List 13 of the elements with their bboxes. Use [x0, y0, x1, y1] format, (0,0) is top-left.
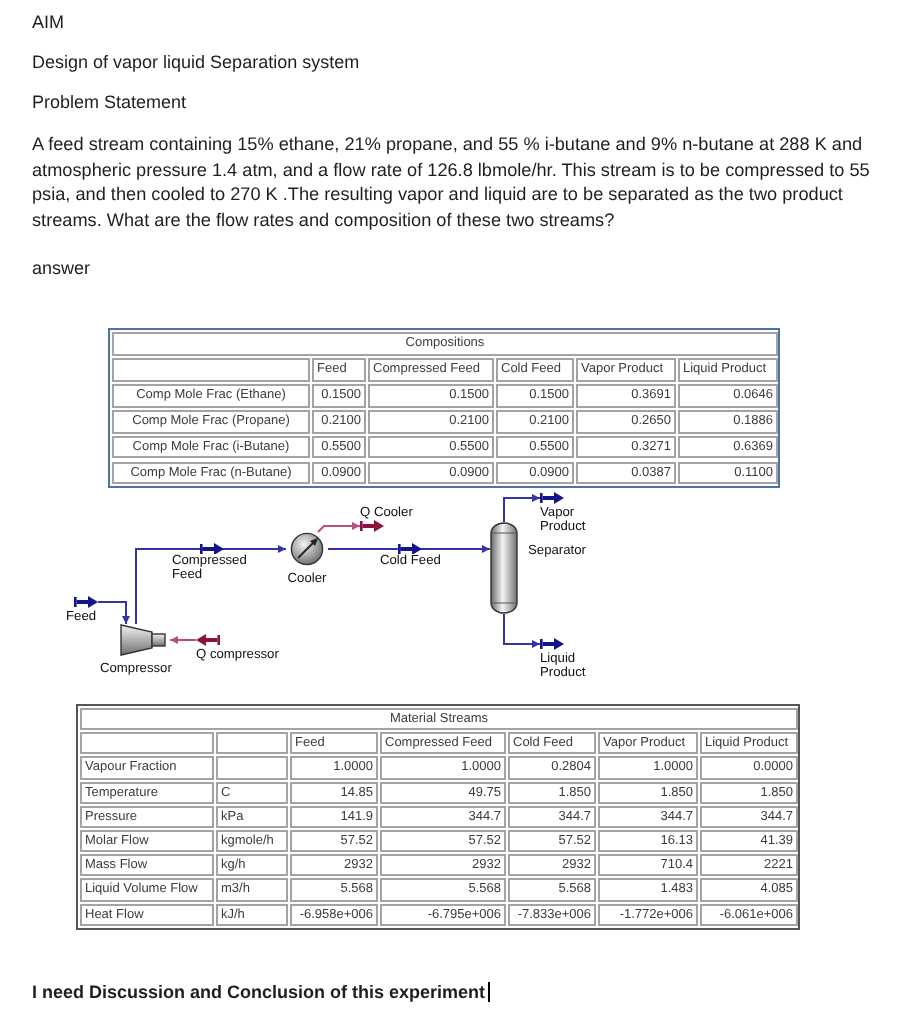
stream-line: [135, 543, 287, 625]
stream-line: [327, 543, 491, 555]
question-text: I need Discussion and Conclusion of this experiment: [32, 980, 486, 1005]
stream-line: [503, 613, 541, 648]
stream-line: [169, 636, 197, 644]
stream-line: [503, 494, 541, 523]
paragraph: A feed stream containing 15% ethane, 21% propane, and 55 % i-butane and 9% n-butane at 288 K and atmospheric pressure 1.4 atm, and a flow rate of 126.8 lbmole/hr. This stream is to be compressed to 55 psia, and then cooled to 270 K .The resulting vapor and liquid are to be separated as the two product streams. What are the flow rates and composition of these two streams?: [32, 132, 872, 232]
stream-line: [317, 522, 361, 533]
stream-line: [97, 601, 130, 625]
heading-text: AIM: [32, 10, 65, 35]
answer-label: answer: [32, 256, 91, 281]
heading-text: Problem Statement: [32, 90, 187, 115]
title-text: Design of vapor liquid Separation system: [32, 50, 360, 75]
